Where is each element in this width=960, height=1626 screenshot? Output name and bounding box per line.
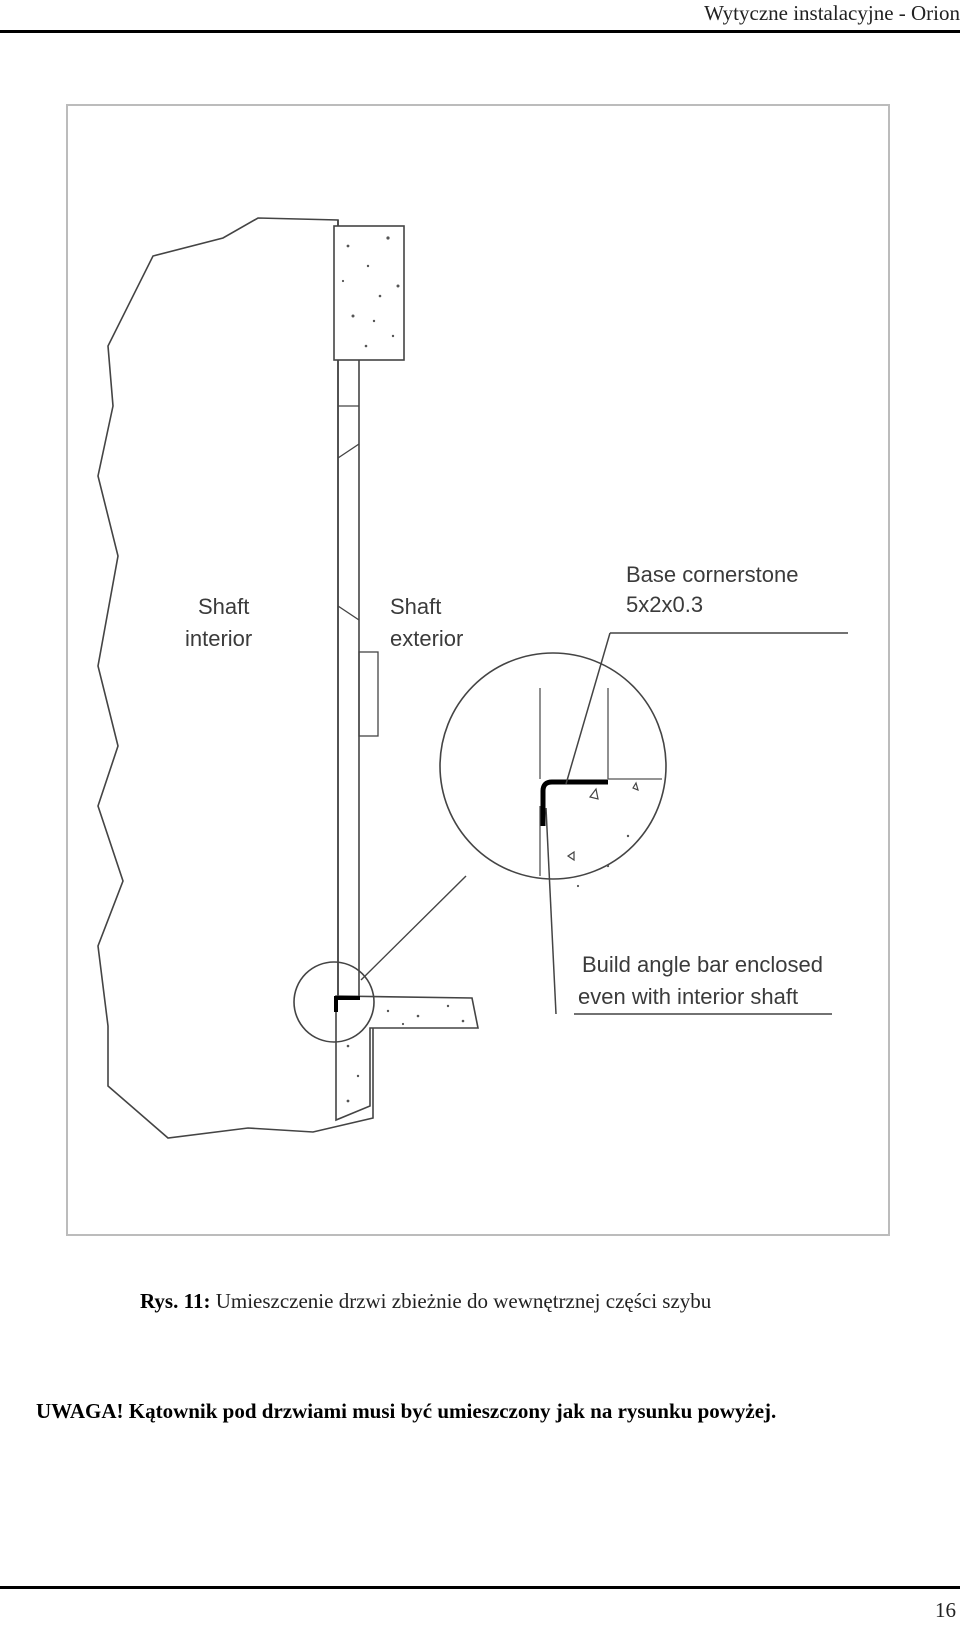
angle-bar-label-line2: even with interior shaft (578, 984, 798, 1009)
detail-marker-circle (293, 961, 375, 1043)
figure-caption-number: Rys. 11: (140, 1289, 211, 1313)
header-title: Wytyczne instalacyjne - Orion (704, 1, 960, 25)
shaft-interior-label-line2: interior (185, 626, 252, 651)
angle-bar-label-line1: Build angle bar enclosed (582, 952, 823, 977)
installation-drawing: Shaft interior Shaft exterior Base corne… (66, 104, 890, 1236)
footer-divider (0, 1586, 960, 1589)
shaft-interior-outline (97, 217, 374, 1139)
shaft-exterior-label-line2: exterior (390, 626, 463, 651)
lower-concrete-block (335, 995, 479, 1122)
figure-caption-text: Umieszczenie drzwi zbieżnie do wewnętrzn… (210, 1289, 712, 1313)
shaft-interior-label-line1: Shaft (198, 594, 249, 619)
enlarged-detail-circle (439, 652, 667, 880)
upper-concrete-block (333, 225, 405, 361)
base-cornerstone-label-line2: 5x2x0.3 (626, 592, 703, 617)
figure-caption: Rys. 11: Umieszczenie drzwi zbieżnie do … (140, 1289, 711, 1314)
header-divider (0, 30, 960, 33)
shaft-exterior-label-line1: Shaft (390, 594, 441, 619)
base-cornerstone-label-line1: Base cornerstone (626, 562, 798, 587)
warning-note: UWAGA! Kątownik pod drzwiami musi być um… (36, 1399, 777, 1423)
page-number: 16 (935, 1598, 956, 1622)
drawing-canvas: Shaft interior Shaft exterior Base corne… (97, 217, 848, 1139)
